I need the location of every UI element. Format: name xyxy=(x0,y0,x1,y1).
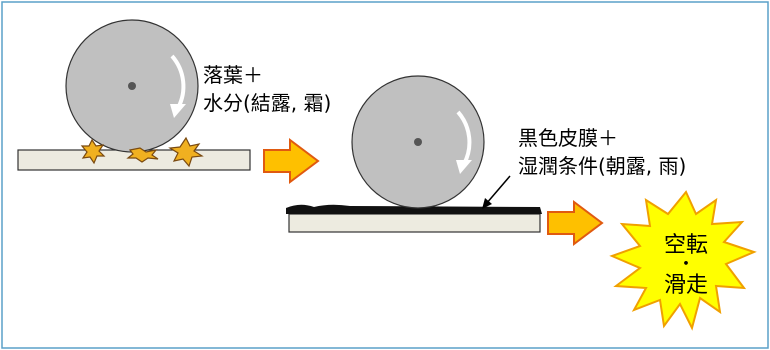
fallen-leaves xyxy=(80,136,204,168)
rotation-arrow-icon xyxy=(170,54,186,118)
progress-arrow-icon xyxy=(263,138,320,184)
stage2-label-line2: 湿潤条件(朝露, 雨) xyxy=(518,154,686,178)
axle-1 xyxy=(128,82,136,90)
result-burst: 空転 ・ 滑走 xyxy=(609,190,757,331)
leaf-icon xyxy=(168,136,204,168)
progress-arrow-icon xyxy=(547,200,604,246)
burst-star-icon xyxy=(609,190,757,331)
leaf-icon xyxy=(80,138,106,165)
result-line3: 滑走 xyxy=(664,273,708,298)
result-line2: ・ xyxy=(677,254,695,275)
rotation-arrow-icon xyxy=(456,110,472,174)
stage1-label-line1: 落葉＋ xyxy=(203,63,263,87)
pointer-arrow-icon xyxy=(482,175,511,209)
stage2-label-line1: 黒色皮膜＋ xyxy=(518,126,618,150)
stage1-label-line2: 水分(結露, 霜) xyxy=(203,91,331,115)
axle-2 xyxy=(414,138,422,146)
leaf-icon xyxy=(126,147,159,163)
stage2-group: 黒色皮膜＋ 湿潤条件(朝露, 雨) xyxy=(286,75,686,233)
result-line1: 空転 xyxy=(664,233,708,258)
black-film xyxy=(286,204,542,214)
rail-2 xyxy=(288,213,541,233)
stage1-group: 落葉＋ 水分(結露, 霜) xyxy=(17,19,331,171)
